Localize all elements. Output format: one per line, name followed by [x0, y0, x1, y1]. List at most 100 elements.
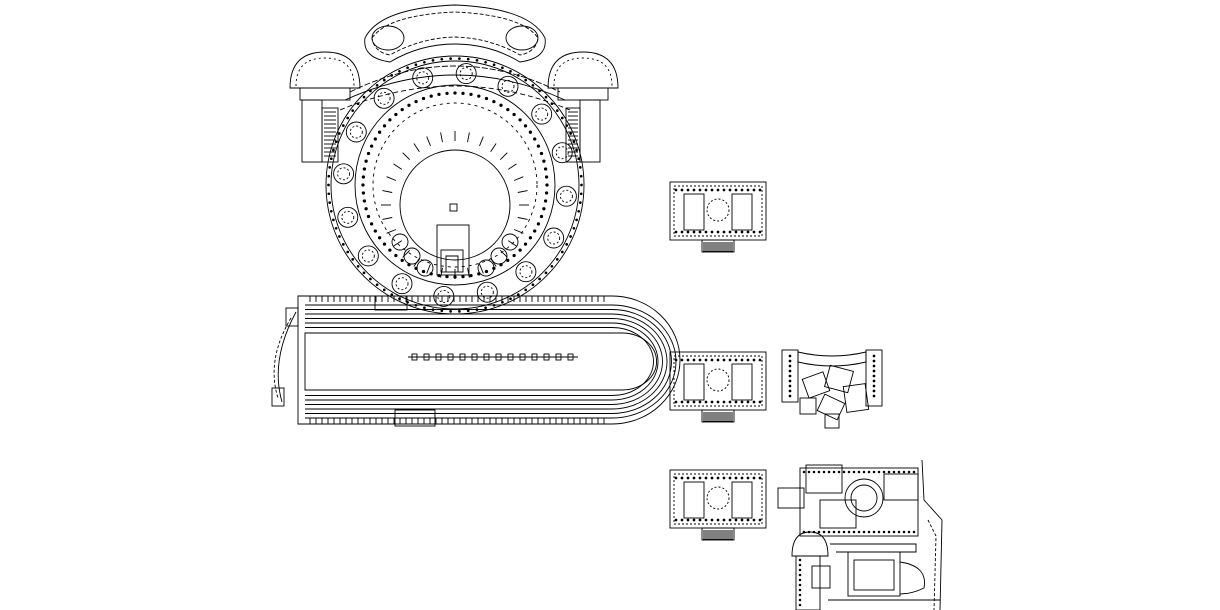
entrance-block [436, 224, 470, 276]
left-dome-pavilion [289, 51, 361, 89]
rotunda [501, 233, 519, 251]
complex-garden-inner [853, 559, 895, 591]
wall-dot [334, 226, 338, 230]
column-dot [686, 188, 690, 192]
pavilion-column-dots [788, 354, 876, 398]
wall-dot [440, 57, 444, 61]
wall-dot [449, 57, 452, 60]
column-dot [373, 137, 377, 141]
wall-dot [555, 258, 559, 261]
cell-lobe [455, 63, 477, 85]
column-dot [445, 91, 449, 96]
column-dot [798, 598, 802, 602]
entrance-stair [445, 255, 459, 272]
column-dot [674, 518, 678, 522]
stadium-inner [304, 332, 657, 391]
wall-dot [531, 83, 535, 87]
column-dot [512, 112, 516, 117]
cell-lobe [345, 121, 367, 143]
pavilion-block-b [824, 364, 854, 394]
column-dot [788, 384, 792, 388]
column-dot [872, 384, 876, 388]
column-dot [877, 530, 881, 534]
seating-tier [305, 322, 659, 401]
column-dot [798, 593, 802, 597]
stadium-plan [271, 295, 681, 427]
wall-dot [332, 148, 335, 152]
column-dot [867, 530, 871, 534]
column-dot [445, 274, 449, 279]
wall-dot [346, 116, 350, 120]
block-left-court [683, 193, 705, 231]
column-dot [752, 358, 756, 362]
column-dot [364, 207, 368, 211]
column-dot [872, 369, 876, 373]
column-dot [746, 230, 750, 234]
spina-monument [567, 353, 574, 361]
top-crescent-inner [371, 11, 539, 56]
wall-dot [382, 288, 386, 292]
block-central-rotunda [706, 368, 730, 392]
column-dot [857, 530, 861, 534]
wall-dot [550, 264, 554, 268]
column-dot [543, 199, 548, 203]
column-dot [361, 183, 365, 187]
radial-wall [499, 249, 508, 258]
wall-dot [327, 192, 331, 196]
column-dot [847, 470, 851, 474]
complex-lower-block [819, 499, 857, 529]
column-dot [710, 188, 714, 192]
radial-wall [513, 229, 524, 234]
wall-dot [423, 306, 426, 310]
radial-wall [499, 152, 508, 161]
column-dot [722, 400, 726, 404]
column-dot [704, 400, 708, 404]
palace-radial-walls [381, 131, 529, 279]
wall-dot [351, 258, 355, 261]
column-dot [817, 470, 821, 474]
column-dot [862, 530, 866, 534]
column-dot [788, 359, 792, 363]
column-dot [674, 358, 678, 362]
column-dot [842, 530, 846, 534]
column-dot [746, 188, 750, 192]
column-dot [740, 400, 744, 404]
wall-dot [431, 59, 435, 62]
entrance-rotundas [391, 233, 519, 277]
wall-dot [356, 264, 360, 268]
circular-palace-plan [289, 4, 619, 315]
column-dot [364, 159, 368, 163]
radial-wall [440, 132, 443, 143]
column-dot [692, 188, 696, 192]
column-dot [872, 354, 876, 358]
wall-dot [341, 124, 345, 127]
wall-dot [577, 157, 581, 161]
column-dot [704, 476, 708, 480]
column-dot [698, 518, 702, 522]
left-wing-2 [321, 107, 339, 163]
column-dot [746, 476, 750, 480]
seating-tier [305, 309, 672, 414]
column-dot [822, 530, 826, 534]
column-dot [734, 518, 738, 522]
column-dot [722, 188, 726, 192]
column-dot [484, 96, 489, 101]
wall-dot [375, 83, 379, 87]
column-dot [798, 568, 802, 572]
left-pavilion-base [299, 87, 351, 101]
radial-wall [467, 132, 470, 143]
column-dot [680, 188, 684, 192]
spina-monument [495, 353, 502, 361]
wall-dot [458, 57, 461, 60]
column-dot [674, 476, 678, 480]
cell-lobe [543, 227, 565, 249]
column-dot [862, 470, 866, 474]
column-dot [788, 369, 792, 373]
complex-right-edge [921, 459, 943, 610]
left-dome-pavilion-inner [295, 57, 355, 87]
column-dot [722, 476, 726, 480]
column-dot [692, 358, 696, 362]
column-dot [758, 476, 762, 480]
wall-dot [575, 218, 578, 222]
